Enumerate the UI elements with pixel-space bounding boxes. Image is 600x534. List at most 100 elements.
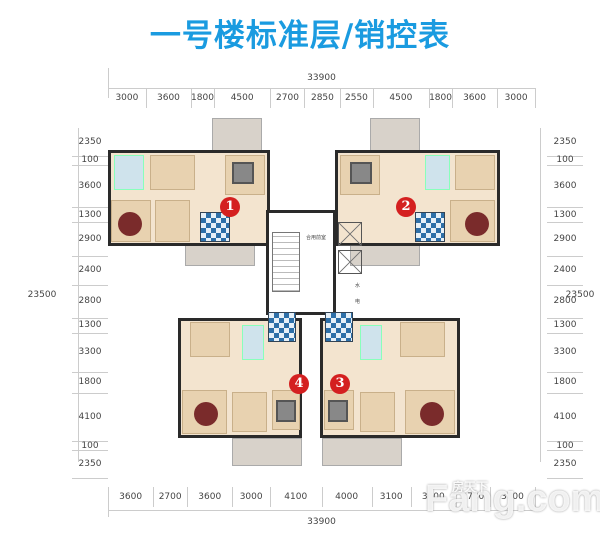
dimension-segment: 3300 [553,347,577,358]
dimension-tick [72,332,108,334]
dimension-tick [72,206,108,208]
balcony [185,244,255,266]
dimension-tick [455,487,457,507]
dimension-tick [547,164,583,166]
dimension-segment: 1800 [191,93,214,103]
bedroom [360,392,395,432]
bed [465,212,489,236]
dimension-segment: 2400 [553,265,577,276]
elevator [338,250,362,274]
dimension-tick [535,88,536,108]
dimension-tick [547,477,583,479]
dimension-segment: 1300 [553,209,577,220]
dimension-segment: 100 [81,440,99,451]
dimension-tick [232,487,234,507]
dimension-segment: 3000 [504,93,528,103]
sofa [232,162,254,184]
dimension-tick [547,392,583,394]
kitchen [268,312,296,342]
dimension-tick [108,68,109,98]
unit-number-badge: 1 [220,197,240,217]
dimension-segment: 1300 [78,320,102,331]
bedroom [455,155,495,190]
dimension-tick [547,155,583,157]
dimension-tick [72,371,108,373]
balcony [232,438,302,466]
dimension-segment: 2700 [158,492,182,502]
dimension-tick [72,164,108,166]
dimension-tick [340,88,342,108]
dimension-tick [547,371,583,373]
dimension-tick [497,88,499,108]
bed [194,402,218,426]
dimension-segment: 3600 [421,492,445,502]
page-title: 一号楼标准层/销控表 [149,18,451,54]
dimension-tick [72,155,108,157]
dimension-segment: 2850 [310,93,334,103]
dimension-segment: 4100 [553,411,577,422]
dimension-segment: 2900 [553,234,577,245]
shaft-label: 电 [355,299,361,305]
dimension-tick [410,487,412,507]
dimension-segment: 4100 [284,492,308,502]
shaft-label: 水 [355,283,361,289]
bedroom [155,200,190,242]
dimension-tick [72,222,108,224]
dimension-tick [547,332,583,334]
dimension-tick [489,487,491,507]
elevator [338,222,362,246]
dimension-tick [547,284,583,286]
dimension-segment: 4500 [389,93,413,103]
dimension-segment: 1800 [429,93,452,103]
dimension-segment: 1800 [553,377,577,388]
balcony [370,118,420,152]
sofa [328,400,348,422]
dimension-line [108,88,535,89]
balcony [212,118,262,152]
dimension-segment: 100 [81,155,99,166]
kitchen [325,312,353,342]
dimension-segment: 1800 [78,377,102,388]
dimension-tick [429,88,431,108]
dimension-tick [535,487,536,507]
dimension-tick [371,487,373,507]
dimension-segment: 2800 [553,296,577,307]
dimension-segment: 1300 [553,320,577,331]
dimension-tick [191,88,193,108]
dimension-line [78,128,79,462]
dimension-total: 23500 [565,290,595,300]
unit-number-badge: 3 [330,374,350,394]
dimension-segment: 3600 [553,180,577,191]
dimension-segment: 1300 [78,209,102,220]
dimension-segment: 3000 [115,93,139,103]
dimension-segment: 3300 [78,347,102,358]
dimension-segment: 100 [556,440,574,451]
dimension-segment: 3600 [500,492,524,502]
dimension-segment: 4000 [335,492,359,502]
dimension-tick [72,450,108,451]
dimension-tick [321,487,323,507]
unit-number-badge: 2 [396,197,416,217]
watermark-logo-cn: 房天下 [452,480,489,494]
dimension-tick [547,256,583,258]
dimension-total: 23500 [27,290,57,300]
dimension-tick [270,88,272,108]
dimension-segment: 2550 [345,93,368,103]
dimension-tick [451,88,453,108]
dimension-segment: 2700 [276,93,299,103]
dimension-segment: 3000 [239,492,263,502]
dimension-tick [108,487,109,517]
dimension-tick [547,317,583,319]
dimension-line [108,510,535,511]
dimension-segment: 2350 [78,136,102,147]
dimension-segment: 3600 [119,492,143,502]
dimension-segment: 2400 [78,265,102,276]
dimension-segment: 3100 [379,492,403,502]
dimension-tick [547,441,583,442]
kitchen [200,212,230,242]
bedroom [190,322,230,357]
bed [118,212,142,236]
bathroom [425,155,450,190]
dimension-line [540,128,541,462]
bathroom [114,155,144,190]
